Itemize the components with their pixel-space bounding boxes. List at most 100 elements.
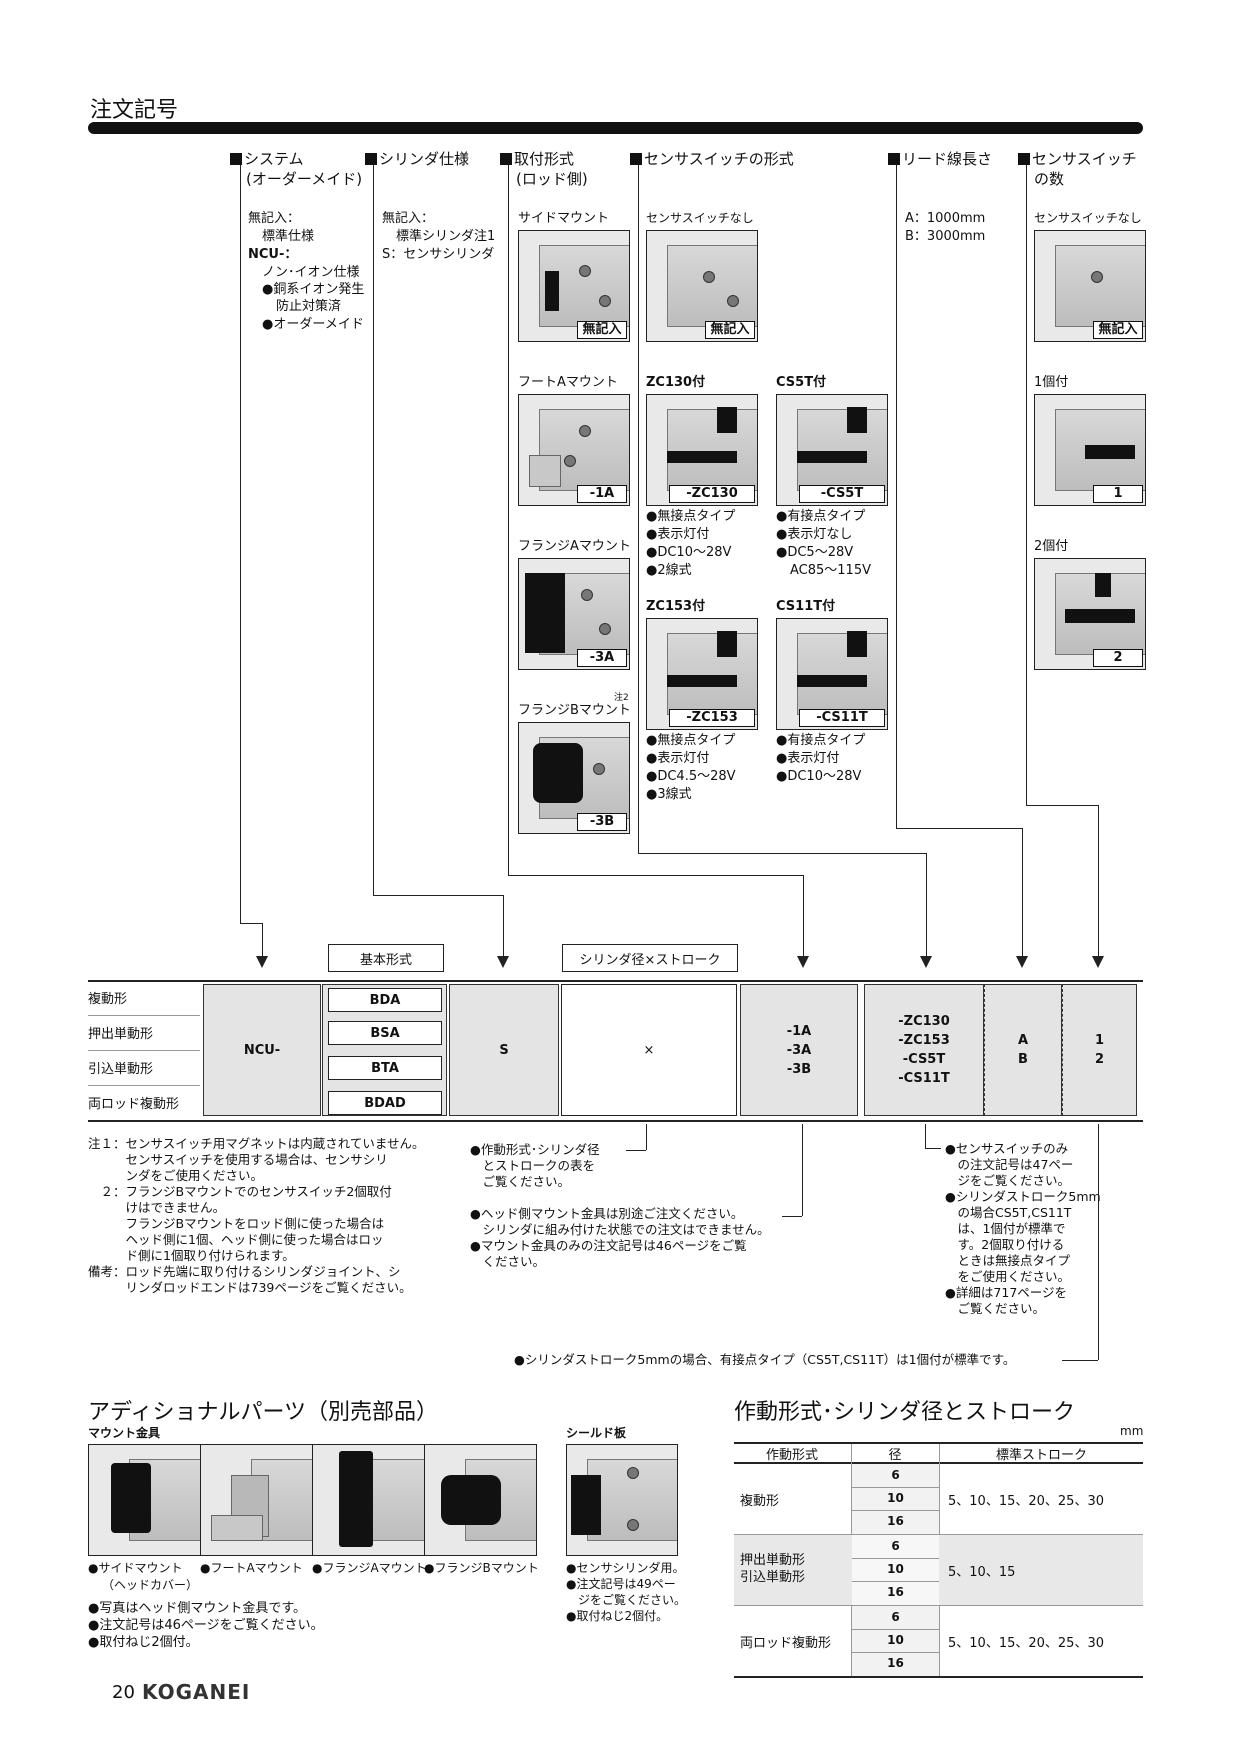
- mount-notes: ●写真はヘッド側マウント金具です。 ●注文記号は46ページをご覧ください。 ●取…: [88, 1601, 324, 1650]
- cylinder-line: S：センサシリンダ: [382, 247, 495, 262]
- sensor-zc130-name: ZC130付: [646, 375, 706, 390]
- stroke-bore: 10: [887, 1633, 904, 1647]
- row-label: 複動形: [88, 992, 128, 1007]
- sensor-zc153-spec: ●無接点タイプ: [646, 733, 736, 748]
- count-code-cell: 1 2: [1062, 984, 1137, 1116]
- mount-flangeb-code: -3B: [577, 813, 627, 831]
- mount-foot-code: -1A: [577, 485, 627, 503]
- note-bottom: ●シリンダストローク5mmの場合、有接点タイプ（CS5T,CS11T）は1個付が…: [514, 1352, 1016, 1367]
- mount-side-code: 無記入: [577, 321, 627, 339]
- system-line: 標準仕様: [262, 229, 315, 244]
- leader-system: [240, 165, 241, 923]
- mount-flangea-code: -3A: [577, 649, 627, 667]
- sensor-cs11t-name: CS11T付: [776, 599, 836, 614]
- cylinder-header: シリンダ仕様: [365, 150, 469, 169]
- basic-type-label: 基本形式: [328, 944, 444, 972]
- system-line: ノン･イオン仕様: [262, 265, 360, 280]
- system-code-cell: NCU-: [203, 984, 321, 1116]
- mount-flangeb-name: フランジBマウント: [518, 703, 631, 718]
- basic-code: BDAD: [328, 1091, 442, 1115]
- mount-caption: ●フランジAマウント: [312, 1561, 427, 1575]
- basic-code: BTA: [328, 1056, 442, 1080]
- mount-flangea-name: フランジAマウント: [518, 539, 631, 554]
- mount-header-sub: (ロッド側): [516, 170, 588, 188]
- mount-caption: ●フランジBマウント: [424, 1561, 539, 1575]
- stroke-header-type: 作動形式: [765, 1448, 818, 1463]
- sensor-cs11t-spec: ●DC10～28V: [776, 769, 862, 784]
- mount-caption: ●フートAマウント: [200, 1561, 303, 1575]
- cylinder-line: 標準シリンダ注1: [396, 229, 496, 244]
- sensor-cs5t-name: CS5T付: [776, 375, 827, 390]
- note-middle2: ●ヘッド側マウント金具は別途ご注文ください。 シリンダに組み付けた状態での注文は…: [470, 1206, 770, 1269]
- count-header: センサスイッチ: [1018, 150, 1137, 169]
- flange-a-mount-photo: [312, 1444, 425, 1556]
- stroke-type: 押出単動形 引込単動形: [740, 1553, 806, 1585]
- stroke-header-bore: 径: [888, 1448, 902, 1463]
- sensor-zc153-code: -ZC153: [669, 709, 755, 727]
- count-one-name: 1個付: [1034, 375, 1069, 390]
- system-line: 無記入：: [248, 211, 301, 226]
- stroke-bore: 10: [887, 1562, 904, 1576]
- sensor-cs11t-code: -CS11T: [799, 709, 885, 727]
- sensor-zc130-spec: ●DC10～28V: [646, 545, 732, 560]
- sensor-cs11t-photo: -CS11T: [776, 618, 888, 730]
- shield-notes: ●センサシリンダ用。 ●注文記号は49ペー ジをご覧ください。 ●取付ねじ2個付…: [566, 1561, 687, 1623]
- page-title: 注文記号: [90, 98, 179, 123]
- count-two-name: 2個付: [1034, 539, 1069, 554]
- count-none-code: 無記入: [1093, 321, 1143, 339]
- sensor-zc153-name: ZC153付: [646, 599, 706, 614]
- mount-header: 取付形式: [500, 150, 574, 169]
- note-left: 注１：センサスイッチ用マグネットは内蔵されていません。 センサスイッチを使用する…: [88, 1136, 425, 1295]
- leader-mount: [508, 165, 509, 875]
- flange-b-mount-photo: [424, 1444, 537, 1556]
- cylinder-code-cell: S: [449, 984, 559, 1116]
- sensor-cs11t-spec: ●表示灯付: [776, 751, 840, 766]
- sensor-zc130-spec: ●無接点タイプ: [646, 509, 736, 524]
- sensor-zc130-spec: ●2線式: [646, 563, 692, 578]
- lead-line: A：1000mm: [905, 211, 986, 226]
- sensor-zc130-photo: -ZC130: [646, 394, 758, 506]
- stroke-header-stroke: 標準ストローク: [995, 1448, 1087, 1463]
- sensor-header: センサスイッチの形式: [630, 150, 794, 169]
- system-header: システム: [230, 150, 304, 169]
- table-bottom-rule: [88, 1120, 1143, 1122]
- note-middle1: ●作動形式･シリンダ径 とストロークの表を ご覧ください。: [470, 1142, 600, 1189]
- cylinder-line: 無記入：: [382, 211, 435, 226]
- stroke-bore: 6: [891, 1610, 900, 1624]
- stroke-group-bg: [852, 1464, 939, 1534]
- sensor-zc153-spec: ●3線式: [646, 787, 692, 802]
- stroke-bore: 6: [891, 1539, 900, 1553]
- mount-flangeb-photo: -3B: [518, 722, 630, 834]
- stroke-bore: 16: [887, 1656, 904, 1670]
- title-rule: [88, 122, 1143, 134]
- stroke-type: 複動形: [740, 1494, 780, 1509]
- stroke-values: 5、10、15、20、25、30: [948, 1494, 1104, 1509]
- leader-count: [1026, 165, 1027, 805]
- row-label: 押出単動形: [88, 1027, 154, 1042]
- mount-side-name: サイドマウント: [518, 211, 610, 226]
- sensor-cs11t-spec: ●有接点タイプ: [776, 733, 866, 748]
- brand-logo: KOGANEI: [142, 1680, 251, 1704]
- count-none-name: センサスイッチなし: [1034, 211, 1142, 225]
- system-line: ●銅系イオン発生: [262, 282, 365, 297]
- page-number: 20: [112, 1682, 135, 1703]
- mount-code-cell: -1A -3A -3B: [740, 984, 858, 1116]
- stroke-table-unit: mm: [1120, 1424, 1144, 1438]
- leader-cylinder: [373, 165, 374, 895]
- note-right: ●センサスイッチのみ の注文記号は47ペー ジをご覧ください。 ●シリンダストロ…: [945, 1141, 1101, 1316]
- row-label: 両ロッド複動形: [88, 1097, 180, 1112]
- sensor-cs5t-spec: AC85～115V: [790, 563, 871, 578]
- count-two-photo: 2: [1034, 558, 1146, 670]
- sensor-cs5t-spec: ●有接点タイプ: [776, 509, 866, 524]
- mount-foot-photo: -1A: [518, 394, 630, 506]
- system-header-sub: (オーダーメイド): [246, 170, 363, 188]
- count-one-photo: 1: [1034, 394, 1146, 506]
- leader-lead: [896, 165, 897, 828]
- stroke-values: 5、10、15、20、25、30: [948, 1636, 1104, 1651]
- sensor-none-photo: 無記入: [646, 230, 758, 342]
- stroke-bore: 6: [891, 1468, 900, 1482]
- stroke-bore: 10: [887, 1491, 904, 1505]
- basic-code: BSA: [328, 1021, 442, 1045]
- sensor-zc153-spec: ●表示灯付: [646, 751, 710, 766]
- sensor-zc153-photo: -ZC153: [646, 618, 758, 730]
